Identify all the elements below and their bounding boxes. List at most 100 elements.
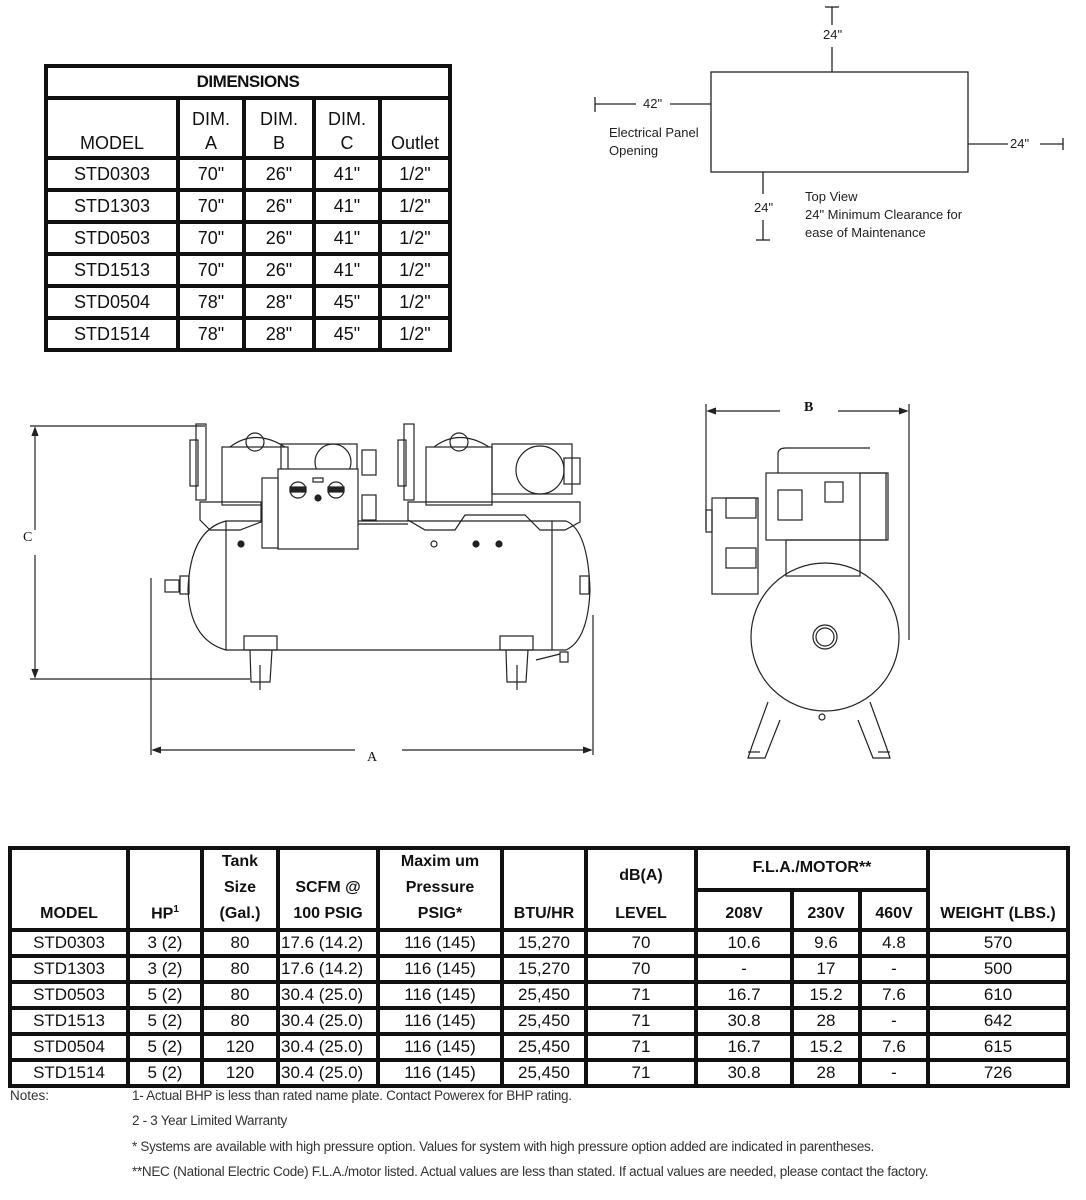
spec-cell: STD1514 — [10, 1060, 128, 1086]
spec-cell: 3 (2) — [128, 930, 202, 956]
spec-cell: 71 — [586, 1034, 696, 1060]
spec-cell: 15.2 — [792, 982, 860, 1008]
dimensions-cell: 1/2" — [380, 222, 450, 254]
dimensions-cell: 28" — [244, 286, 314, 318]
clearance-top-label: 24" — [823, 27, 843, 42]
dimensions-table: DIMENSIONS MODEL DIM.A DIM.B DIM.C Outle… — [44, 64, 452, 352]
spec-cell: 80 — [202, 1008, 278, 1034]
dimensions-cell: 41" — [314, 222, 380, 254]
header-fla-motor: F.L.A./MOTOR** — [696, 848, 928, 890]
spec-cell: 80 — [202, 956, 278, 982]
dimensions-cell: 26" — [244, 222, 314, 254]
spec-cell: 7.6 — [860, 982, 928, 1008]
note-1: 1- Actual BHP is less than rated name pl… — [132, 1088, 572, 1103]
compressor-side-illustration — [705, 404, 910, 759]
header-230v: 230V — [792, 890, 860, 930]
spec-cell: 3 (2) — [128, 956, 202, 982]
spec-cell: 120 — [202, 1034, 278, 1060]
spec-cell: 30.4 (25.0) — [278, 1060, 378, 1086]
dimensions-cell: 28" — [244, 318, 314, 350]
dimensions-cell: 1/2" — [380, 190, 450, 222]
spec-cell: 15,270 — [502, 930, 586, 956]
spec-cell: 642 — [928, 1008, 1068, 1034]
dimensions-cell: 70" — [178, 158, 244, 190]
spec-cell: 116 (145) — [378, 956, 502, 982]
spec-cell: 16.7 — [696, 982, 792, 1008]
header-weight: WEIGHT (LBS.) — [928, 848, 1068, 930]
header-btu: BTU/HR — [502, 848, 586, 930]
side-view-drawing: B — [690, 390, 930, 770]
header-dim-c: DIM.C — [314, 98, 380, 158]
dimensions-cell: STD1513 — [46, 254, 178, 286]
header-model: MODEL — [46, 98, 178, 158]
dimensions-cell: 1/2" — [380, 158, 450, 190]
spec-cell: STD0504 — [10, 1034, 128, 1060]
spec-cell: - — [860, 956, 928, 982]
spec-cell: 116 (145) — [378, 1034, 502, 1060]
spec-cell: 80 — [202, 930, 278, 956]
dimensions-cell: 26" — [244, 190, 314, 222]
dimensions-cell: STD0504 — [46, 286, 178, 318]
spec-cell: 25,450 — [502, 1008, 586, 1034]
dimension-c-label: C — [23, 530, 33, 545]
spec-cell: 30.4 (25.0) — [278, 1008, 378, 1034]
header-scfm: SCFM @100 PSIG — [278, 848, 378, 930]
spec-cell: 116 (145) — [378, 1060, 502, 1086]
spec-cell: 71 — [586, 982, 696, 1008]
spec-cell: 16.7 — [696, 1034, 792, 1060]
note-2: 2 - 3 Year Limited Warranty — [132, 1113, 287, 1128]
spec-cell: 25,450 — [502, 1060, 586, 1086]
dimensions-cell: STD0303 — [46, 158, 178, 190]
dimensions-cell: STD1514 — [46, 318, 178, 350]
dimensions-title: DIMENSIONS — [46, 66, 450, 98]
spec-cell: 5 (2) — [128, 1034, 202, 1060]
note-3: * Systems are available with high pressu… — [132, 1139, 874, 1154]
spec-header-row-2: 208V 230V 460V — [10, 890, 1068, 930]
dimensions-cell: 45" — [314, 286, 380, 318]
dimensions-cell: 1/2" — [380, 286, 450, 318]
spec-cell: 726 — [928, 1060, 1068, 1086]
spec-cell: 30.8 — [696, 1008, 792, 1034]
spec-cell: 7.6 — [860, 1034, 928, 1060]
spec-cell: 30.8 — [696, 1060, 792, 1086]
spec-cell: 615 — [928, 1034, 1068, 1060]
header-dim-b: DIM.B — [244, 98, 314, 158]
dimensions-cell: 41" — [314, 158, 380, 190]
clearance-right-label: 24" — [1010, 136, 1030, 151]
spec-cell: 116 (145) — [378, 930, 502, 956]
spec-cell: 71 — [586, 1008, 696, 1034]
dimensions-cell: 26" — [244, 158, 314, 190]
front-view-drawing: C A — [0, 390, 620, 780]
compressor-front-illustration — [30, 423, 594, 755]
dimensions-cell: 1/2" — [380, 318, 450, 350]
spec-cell: 15,270 — [502, 956, 586, 982]
spec-cell: 30.4 (25.0) — [278, 982, 378, 1008]
spec-cell: 17 — [792, 956, 860, 982]
spec-cell: 70 — [586, 930, 696, 956]
dimensions-cell: 41" — [314, 190, 380, 222]
spec-cell: 80 — [202, 982, 278, 1008]
dimension-a-label: A — [367, 750, 378, 765]
dimensions-cell: 70" — [178, 222, 244, 254]
header-dim-a: DIM.A — [178, 98, 244, 158]
dimensions-cell: 45" — [314, 318, 380, 350]
spec-cell: STD1303 — [10, 956, 128, 982]
spec-cell: 28 — [792, 1060, 860, 1086]
notes-label: Notes: — [10, 1088, 50, 1103]
spec-cell: 5 (2) — [128, 1060, 202, 1086]
spec-cell: 15.2 — [792, 1034, 860, 1060]
clearance-lines — [594, 6, 1064, 241]
dimensions-cell: 26" — [244, 254, 314, 286]
spec-cell: STD0503 — [10, 982, 128, 1008]
